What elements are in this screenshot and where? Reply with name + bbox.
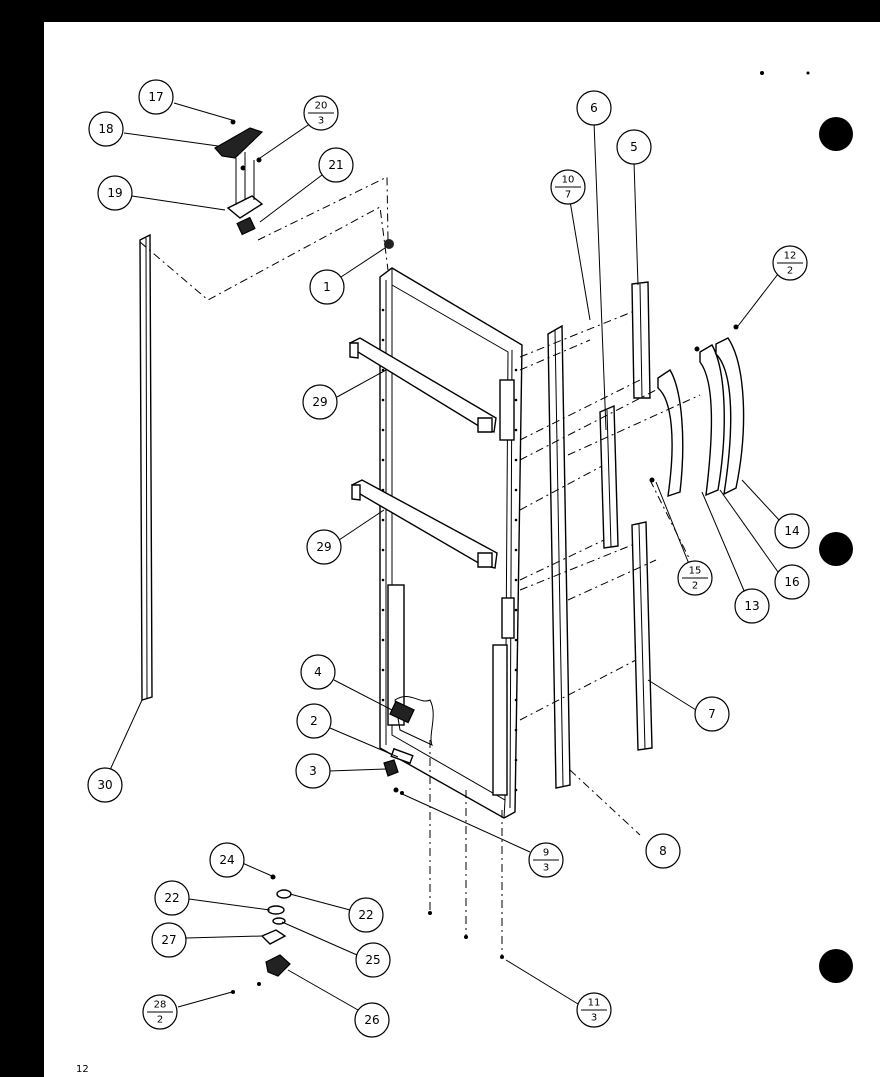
callout-29-lower: 29 [306,529,342,565]
callout-27: 27 [151,922,187,958]
upper-trim-piece [631,281,651,399]
callout-10-over-7: 107 [550,169,586,205]
svg-text:6: 6 [590,101,598,115]
callout-25: 25 [355,942,391,978]
svg-text:30: 30 [97,778,112,792]
svg-text:27: 27 [161,933,176,947]
svg-text:3: 3 [309,764,317,778]
callout-16: 16 [774,564,810,600]
svg-text:17: 17 [148,90,163,104]
svg-text:10: 10 [562,175,575,186]
callout-28-over-2: 282 [142,994,178,1030]
svg-text:25: 25 [365,953,380,967]
svg-text:12: 12 [784,251,797,262]
registration-dot-top [819,117,853,151]
svg-text:7: 7 [565,190,571,201]
callout-22-left: 22 [154,880,190,916]
bottom-hinge-assembly [231,874,292,994]
callout-29-upper: 29 [302,384,338,420]
shelf-bar-lower [350,479,498,569]
svg-text:2: 2 [310,714,318,728]
callout-21: 21 [318,147,354,183]
registration-dot-bottom [819,949,853,983]
svg-text:2: 2 [787,266,793,277]
top-hinge-assembly [214,119,394,249]
callout-5: 5 [616,129,652,165]
callout-24: 24 [209,842,245,878]
callout-22-right: 22 [348,897,384,933]
callout-6: 6 [576,90,612,126]
svg-text:8: 8 [659,844,667,858]
middle-trim-piece [599,404,619,549]
page-number: 12 [76,1064,89,1075]
door-stop-parts [383,700,415,795]
svg-text:26: 26 [364,1013,379,1027]
callout-17: 17 [138,79,174,115]
svg-text:1: 1 [323,280,331,294]
svg-text:13: 13 [744,599,759,613]
callout-9-over-3: 93 [528,842,564,878]
svg-text:16: 16 [784,575,799,589]
svg-text:29: 29 [312,395,327,409]
callout-11-over-3: 113 [576,992,612,1028]
callout-30: 30 [87,767,123,803]
callout-7: 7 [694,696,730,732]
callout-8: 8 [645,833,681,869]
svg-text:20: 20 [315,101,328,112]
callout-15-over-2: 152 [677,560,713,596]
door-handle-set [649,324,745,498]
callout-14: 14 [774,513,810,549]
svg-text:9: 9 [543,848,549,859]
leader-lines [109,102,781,1011]
assembly-lines [139,176,701,959]
svg-text:22: 22 [164,891,179,905]
shelf-bar-upper [348,337,497,433]
svg-text:7: 7 [708,707,716,721]
svg-text:2: 2 [157,1015,163,1026]
svg-text:11: 11 [588,998,601,1009]
door-gasket-strip [139,233,153,701]
callout-13: 13 [734,588,770,624]
svg-text:3: 3 [591,1013,597,1024]
svg-text:18: 18 [98,122,113,136]
svg-text:29: 29 [316,540,331,554]
callout-2: 2 [296,703,332,739]
registration-dot-middle [819,532,853,566]
callout-20-over-3: 203 [303,95,339,131]
callout-26: 26 [354,1002,390,1038]
callout-18: 18 [88,111,124,147]
callout-12-over-2: 122 [772,245,808,281]
callout-1: 1 [309,269,345,305]
svg-text:15: 15 [689,566,702,577]
svg-text:14: 14 [784,524,799,538]
svg-text:2: 2 [692,581,698,592]
svg-text:22: 22 [358,908,373,922]
lower-trim-piece [631,521,653,751]
svg-text:3: 3 [543,863,549,874]
svg-text:28: 28 [154,1000,167,1011]
svg-text:4: 4 [314,665,322,679]
svg-text:19: 19 [107,186,122,200]
callout-3: 3 [295,753,331,789]
svg-text:24: 24 [219,853,234,867]
handle-trim-rail [547,324,571,789]
svg-text:3: 3 [318,116,324,127]
svg-text:5: 5 [630,140,638,154]
callout-4: 4 [300,654,336,690]
callout-19: 19 [97,175,133,211]
svg-text:21: 21 [328,158,343,172]
